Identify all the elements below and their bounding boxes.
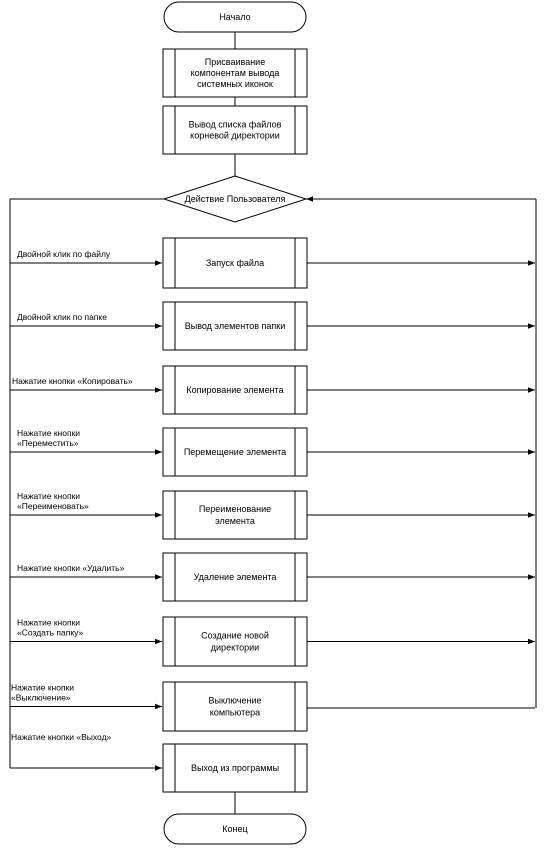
action-label-2: Вывод элементов папки [185,321,286,331]
condition-label-8: Нажатие кнопки [11,683,74,693]
init-step-1-label: Присваивание [205,57,265,67]
action-box-2 [162,301,308,351]
action-label-5: элемента [215,516,255,526]
action-label-7: директории [211,643,259,653]
condition-label-2: Двойной клик по папке [17,312,107,322]
decision-label: Действие Пользователя [185,194,286,204]
action-label-6: Удаление элемента [194,572,277,582]
init-step-2 [162,105,308,155]
action-label-1: Запуск файла [206,258,264,268]
condition-label-4: Нажатие кнопки [17,428,80,438]
action-box-6 [162,552,308,602]
action-box-9 [162,743,308,793]
action-label-8: Выключение [208,696,261,706]
action-label-8: компьютера [210,708,260,718]
end-terminal: Конец [163,813,307,845]
condition-label-5: «Переименовать» [17,501,89,511]
action-box-3 [162,365,308,415]
condition-label-4: «Переместить» [17,438,79,448]
end-terminal-label: Конец [222,824,247,834]
start-terminal-label: Начало [219,12,250,22]
action-label-9: Выход из программы [191,763,279,773]
action-label-7: Создание новой [201,631,269,641]
action-box-1 [162,237,308,289]
condition-label-1: Двойной клик по файлу [17,249,111,259]
action-box-4 [162,427,308,477]
condition-label-6: Нажатие кнопки «Удалить» [17,563,125,573]
init-step-2-label: корневой директории [190,131,280,141]
action-label-3: Копирование элемента [186,385,283,395]
action-box-7 [162,616,308,667]
action-box-5 [162,490,308,540]
action-box-8 [162,681,308,732]
condition-label-8: «Выключение» [11,693,71,703]
action-label-5: Переименование [199,504,271,514]
start-terminal: Начало [163,1,307,33]
init-step-1-label: системных иконок [197,79,273,89]
action-label-4: Перемещение элемента [184,447,286,457]
init-step-2-label: Вывод списка файлов [189,120,282,130]
condition-label-7: Нажатие кнопки [17,618,80,628]
init-step-1-label: компонентам вывода [191,68,280,78]
decision-diamond [162,175,308,223]
init-step-1 [162,48,308,98]
condition-label-5: Нажатие кнопки [17,491,80,501]
condition-label-3: Нажатие кнопки «Копировать» [12,376,133,386]
condition-label-9: Нажатие кнопки «Выход» [11,732,112,742]
condition-label-7: «Создать папку» [17,628,83,638]
